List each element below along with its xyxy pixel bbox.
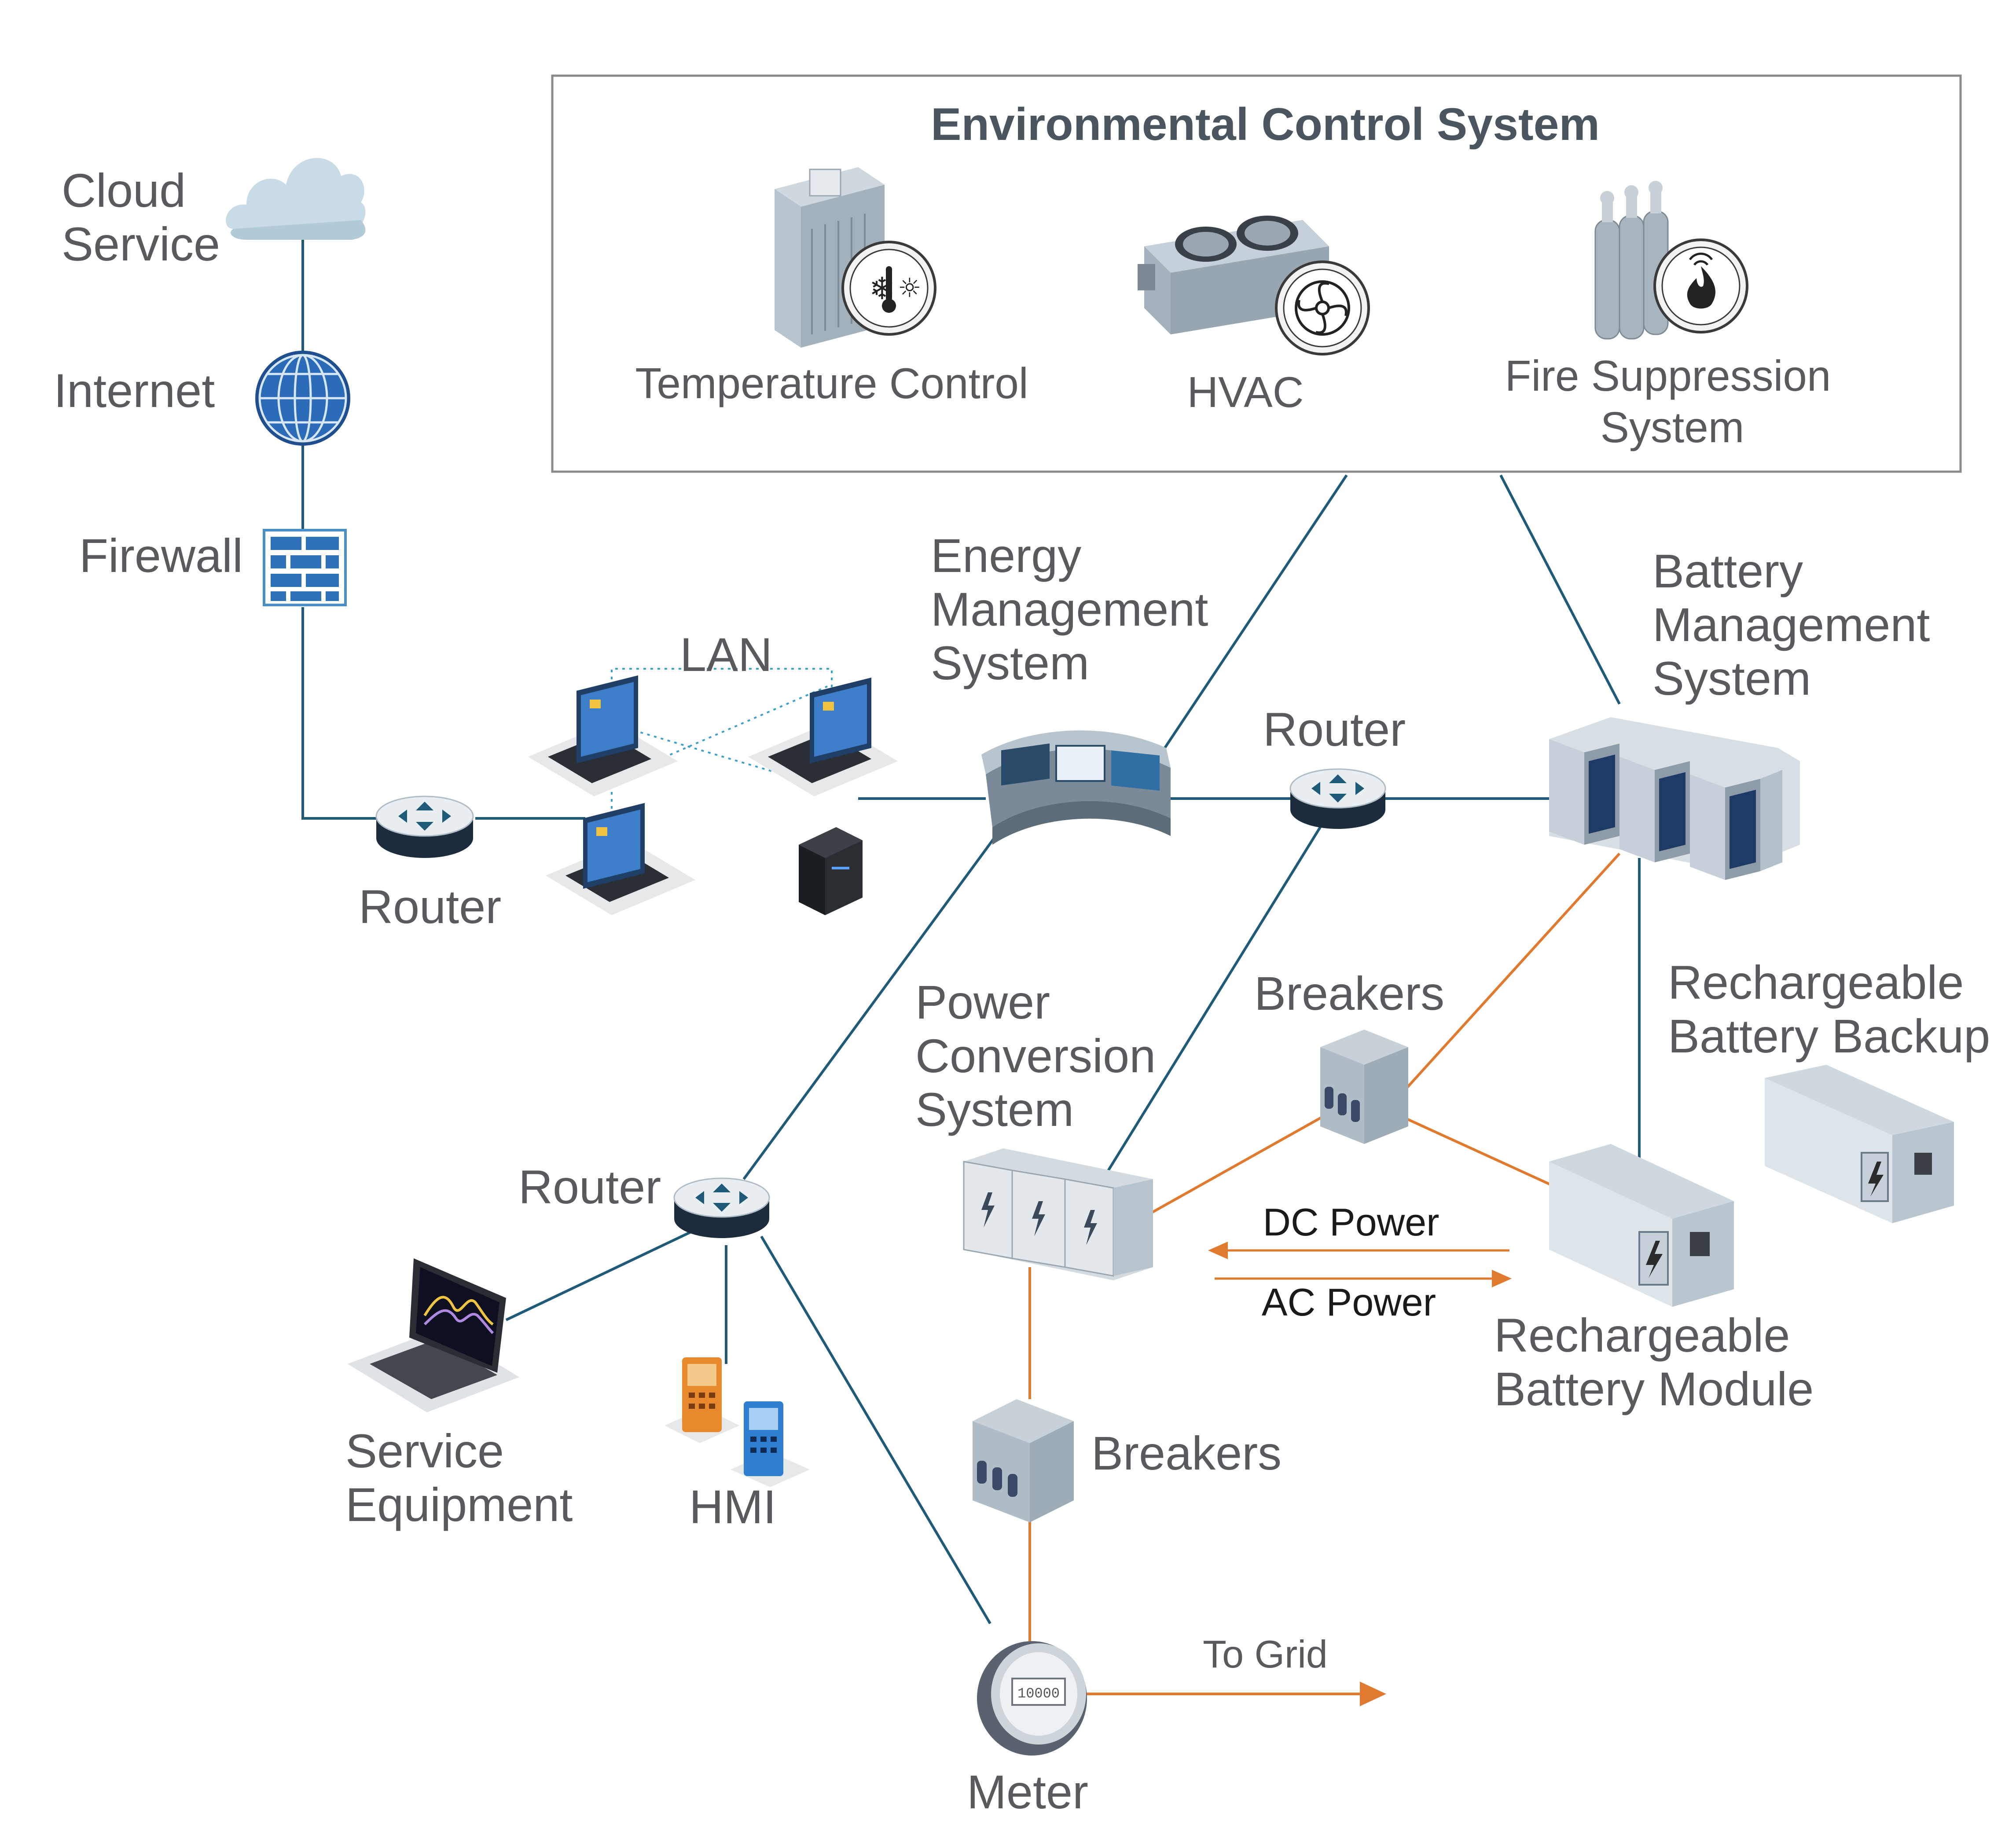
- ac-power-label: AC Power: [1262, 1280, 1436, 1324]
- router-left-label: Router: [359, 880, 501, 933]
- lan-server-tower: [799, 827, 863, 915]
- ems-label-line2: Management: [931, 583, 1208, 636]
- ems-label-line3: System: [931, 636, 1089, 689]
- service-equipment-label-line2: Equipment: [345, 1478, 573, 1531]
- lan-label: LAN: [680, 628, 772, 681]
- firewall-icon: [263, 529, 347, 606]
- battery-module-icon: [1549, 1144, 1734, 1307]
- lan-laptop-3: [546, 803, 695, 915]
- router-mid-label: Router: [1263, 703, 1406, 756]
- breakers-bottom-icon: [973, 1399, 1074, 1522]
- power-breakers-battery: [1403, 1116, 1559, 1189]
- router-left-icon: [375, 795, 474, 858]
- power-bms-breakers: [1403, 852, 1621, 1092]
- breakers-top-icon: [1320, 1030, 1408, 1144]
- router-mid-icon: [1289, 768, 1386, 829]
- breakers-top-label: Breakers: [1254, 967, 1444, 1020]
- bms-label-line2: Management: [1652, 598, 1930, 651]
- to-grid-arrow: [1360, 1682, 1386, 1706]
- battery-module-label-line1: Rechargeable: [1494, 1309, 1790, 1362]
- breakers-bottom-label: Breakers: [1091, 1426, 1282, 1480]
- battery-management-system-icon: [1549, 717, 1800, 880]
- battery-backup-icon: [1765, 1065, 1954, 1223]
- fire-suppression-label-line1: Fire Suppression: [1505, 352, 1831, 400]
- battery-module-label-line2: Battery Module: [1494, 1362, 1814, 1415]
- hvac-label: HVAC: [1187, 368, 1304, 416]
- service-equipment-label-line1: Service: [345, 1424, 504, 1477]
- link-ecs-ems: [1160, 474, 1348, 753]
- hmi-icon: [665, 1357, 810, 1487]
- temperature-control-icon: ❄ ☼: [775, 167, 936, 348]
- cloud-service-label-line2: Service: [62, 217, 220, 271]
- meter-label: Meter: [967, 1765, 1088, 1818]
- link-router-meter: [760, 1235, 991, 1624]
- pcs-label-line1: Power: [915, 975, 1050, 1029]
- pcs-label-line3: System: [915, 1083, 1074, 1136]
- battery-backup-label-line2: Battery Backup: [1668, 1009, 1990, 1063]
- hmi-label: HMI: [689, 1480, 776, 1533]
- link-router-service: [505, 1231, 692, 1321]
- router-bottom-label: Router: [518, 1160, 661, 1213]
- fire-suppression-icon: [1594, 181, 1748, 340]
- bms-label-line1: Battery: [1652, 544, 1803, 597]
- meter-icon: 10000: [977, 1641, 1087, 1756]
- dc-power-arrow: [1208, 1242, 1509, 1259]
- temperature-control-label: Temperature Control: [635, 359, 1028, 407]
- power-connections: [1028, 852, 1621, 1695]
- energy-management-system-icon: [981, 730, 1171, 845]
- meter-display-value: 10000: [1017, 1686, 1060, 1702]
- lan-laptop-2: [748, 678, 898, 796]
- cloud-icon: [226, 158, 366, 240]
- ac-power-arrow: [1215, 1270, 1512, 1287]
- power-conversion-system-icon: [963, 1148, 1153, 1280]
- internet-globe-icon: [255, 351, 350, 446]
- bms-label-line3: System: [1652, 652, 1811, 705]
- svg-text:☼: ☼: [898, 273, 922, 304]
- to-grid-label: To Grid: [1203, 1632, 1328, 1676]
- fire-suppression-label-line2: System: [1601, 403, 1744, 451]
- firewall-label: Firewall: [79, 529, 243, 582]
- link-router-pcs: [1099, 826, 1322, 1184]
- hvac-icon: [1138, 216, 1370, 356]
- link-ems-router-bottom: [742, 831, 1000, 1180]
- link-firewall-router: [301, 607, 387, 820]
- internet-label: Internet: [54, 364, 215, 417]
- network-connections: [301, 207, 1641, 1624]
- battery-backup-label-line1: Rechargeable: [1668, 956, 1964, 1009]
- cloud-service-label-line1: Cloud: [62, 164, 186, 217]
- dc-power-label: DC Power: [1263, 1200, 1439, 1244]
- link-ecs-bms: [1499, 474, 1621, 705]
- pcs-label-line2: Conversion: [915, 1029, 1156, 1082]
- lan-laptop-1: [528, 675, 678, 796]
- service-equipment-laptop-icon: [348, 1258, 519, 1412]
- ems-label-line1: Energy: [931, 529, 1081, 582]
- power-breakers-pcs: [1148, 1112, 1330, 1216]
- ecs-title: Environmental Control System: [931, 99, 1600, 150]
- router-bottom-icon: [673, 1177, 770, 1238]
